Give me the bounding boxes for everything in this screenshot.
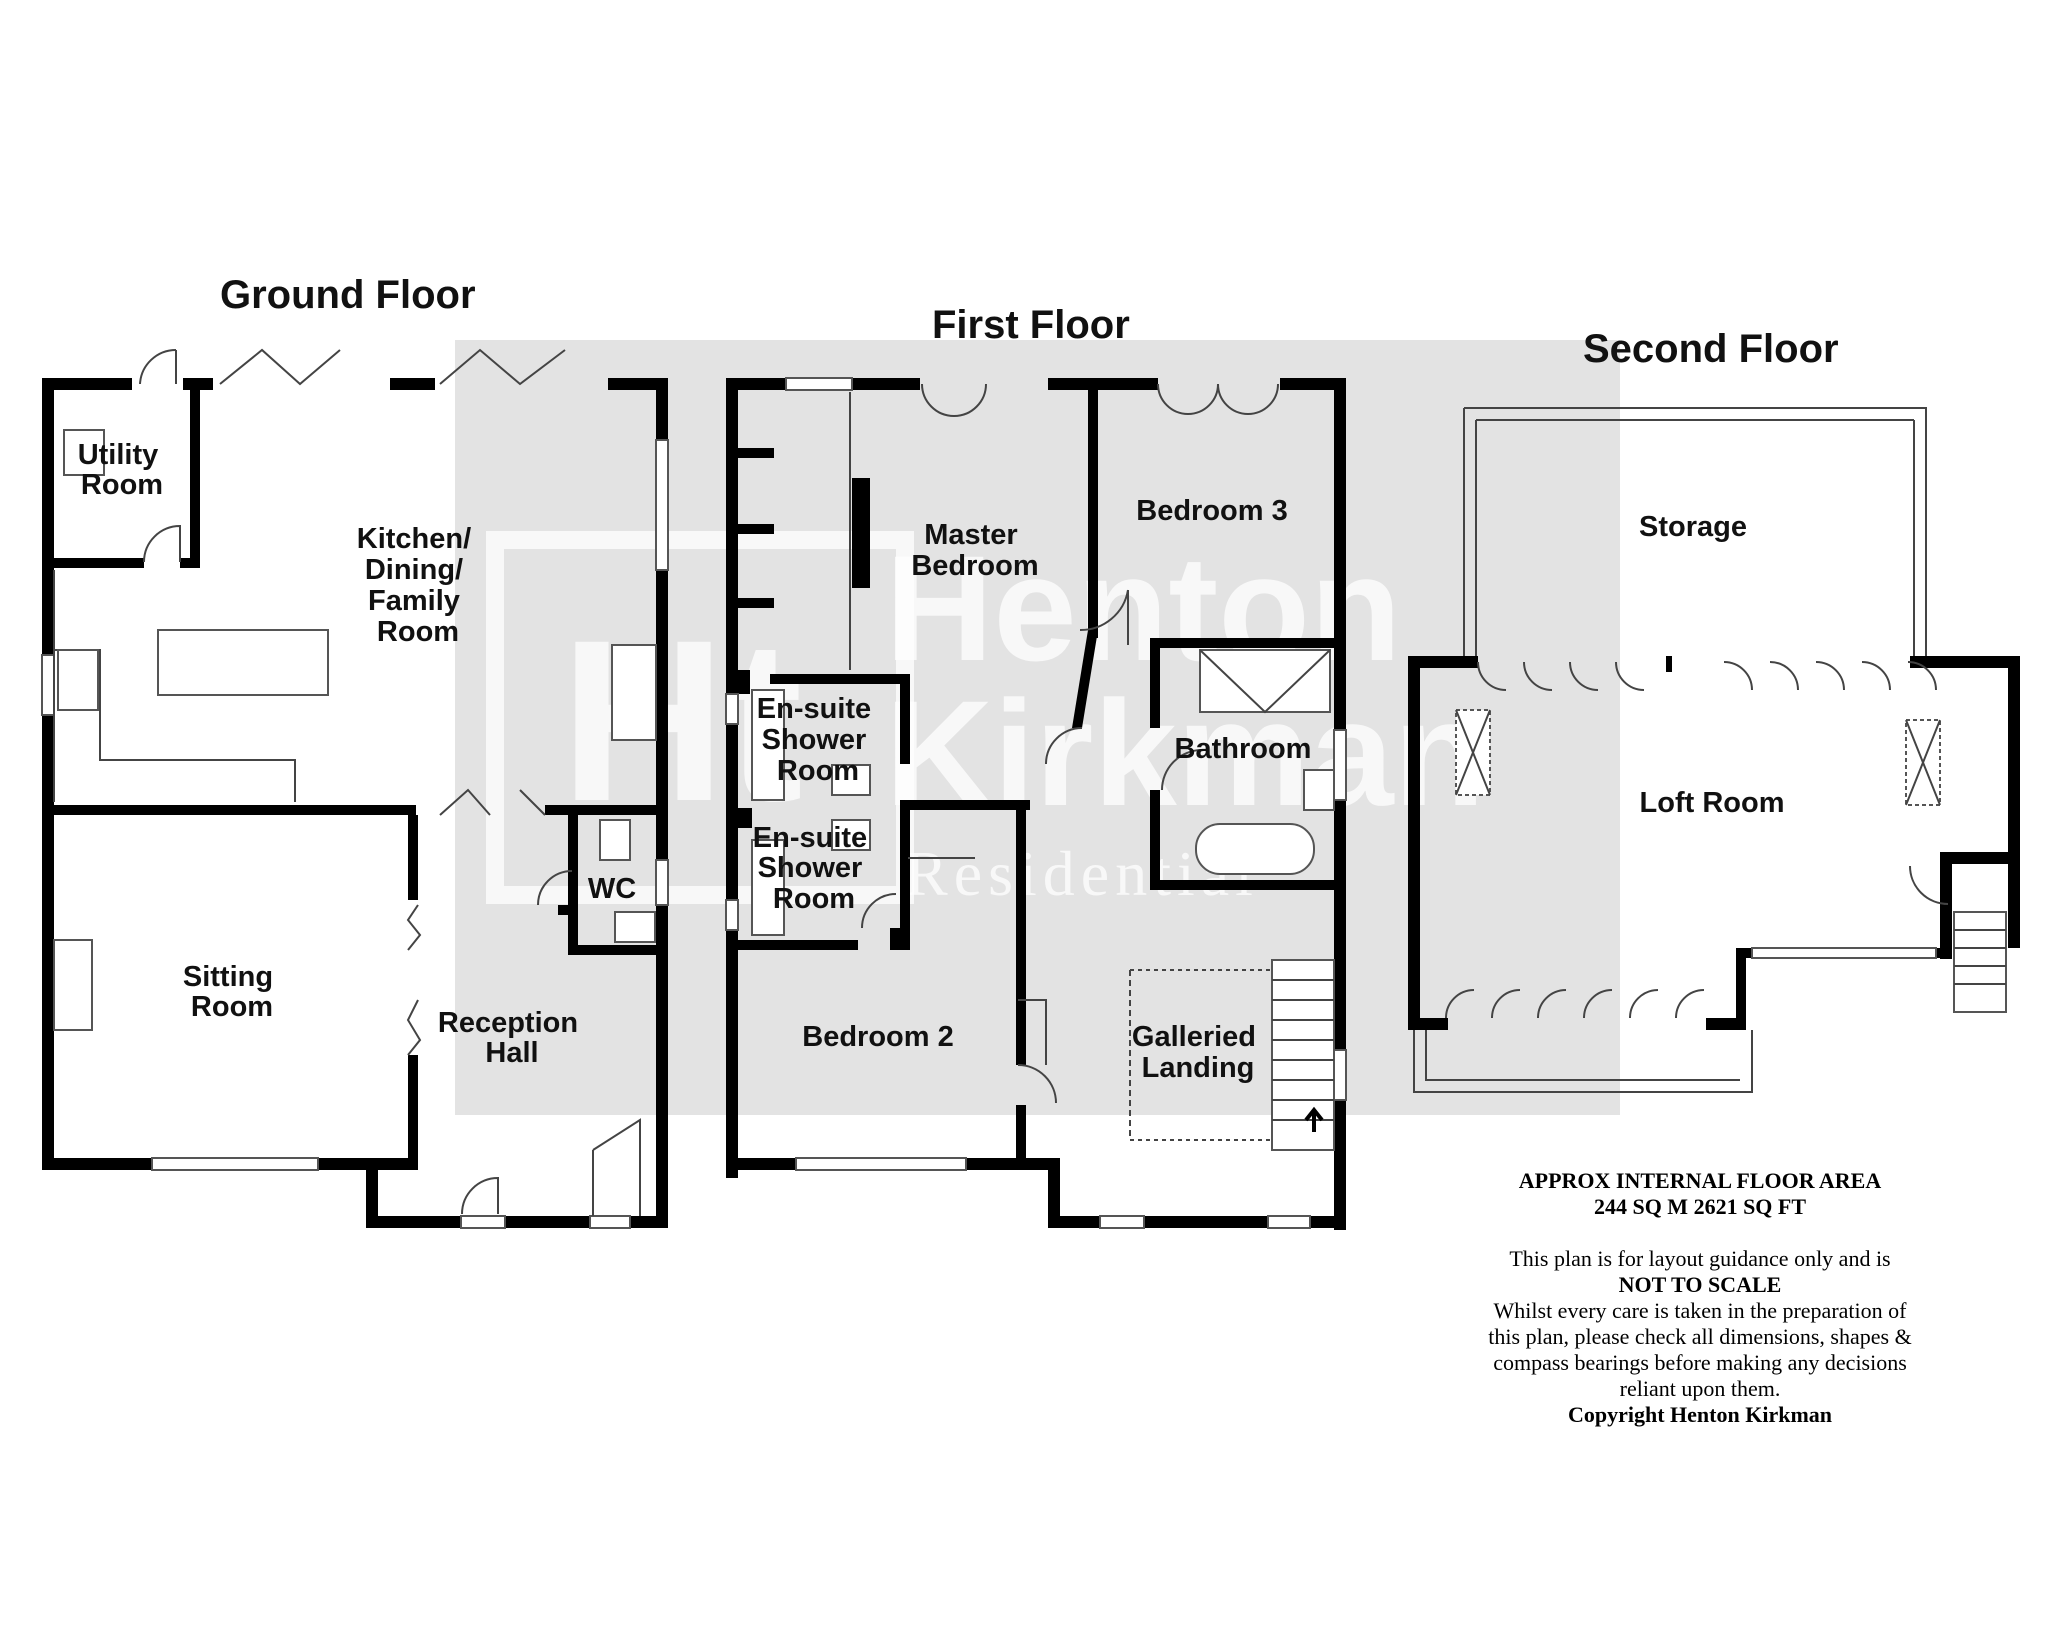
first-floor-labels: Master Bedroom En-suite Shower Room En-s… [753,495,1312,1084]
disclaimer-line-1: This plan is for layout guidance only an… [1509,1246,1891,1271]
room-label-utility: Utility Room [78,439,167,501]
room-label-ensuite-2: En-suite Shower Room [753,822,875,915]
watermark-line-3: Residential [905,838,1259,909]
disclaimer-not-to-scale: NOT TO SCALE [1618,1272,1782,1297]
first-floor-walls [726,378,1346,1230]
room-label-master-bedroom: Master Bedroom [911,519,1038,582]
title-ground-floor: Ground Floor [220,273,476,317]
room-label-storage: Storage [1639,511,1747,543]
second-floor-fixtures [1445,656,2007,1019]
floor-area-notes: APPROX INTERNAL FLOOR AREA 244 SQ M 2621… [1440,1168,1960,1428]
title-first-floor: First Floor [932,303,1130,347]
copyright: Copyright Henton Kirkman [1567,1402,1833,1427]
disclaimer-line-5: reliant upon them. [1619,1376,1781,1401]
title-second-floor: Second Floor [1583,327,1839,371]
ground-floor-fixtures [53,348,657,1216]
ground-floor-walls [42,378,668,1228]
ground-floor-labels: Utility Room Kitchen/ Dining/ Family Roo… [78,439,637,1069]
room-label-sitting: Sitting Room [183,961,281,1023]
room-label-kitchen: Kitchen/ Dining/ Family Room [357,523,479,648]
second-floor-labels: Storage Loft Room [1639,511,1784,819]
room-label-bathroom: Bathroom [1175,733,1312,765]
room-label-reception: Reception Hall [438,1007,586,1069]
room-label-wc: WC [588,873,636,905]
disclaimer-line-4: compass bearings before making any decis… [1493,1350,1907,1375]
ground-floor-windows [41,439,669,1229]
disclaimer-line-2: Whilst every care is taken in the prepar… [1493,1298,1907,1323]
room-label-galleried-landing: Galleried Landing [1132,1021,1264,1084]
room-label-bedroom-2: Bedroom 2 [802,1021,953,1053]
room-label-loft-room: Loft Room [1640,787,1785,819]
disclaimer-line-3: this plan, please check all dimensions, … [1488,1324,1912,1349]
area-value: 244 SQ M 2621 SQ FT [1593,1194,1807,1219]
room-label-ensuite-1: En-suite Shower Room [757,693,879,787]
first-floor-windows [725,377,1347,1229]
area-title: APPROX INTERNAL FLOOR AREA [1518,1168,1882,1193]
first-floor-fixtures [738,383,1335,1151]
room-label-bedroom-3: Bedroom 3 [1136,495,1287,527]
